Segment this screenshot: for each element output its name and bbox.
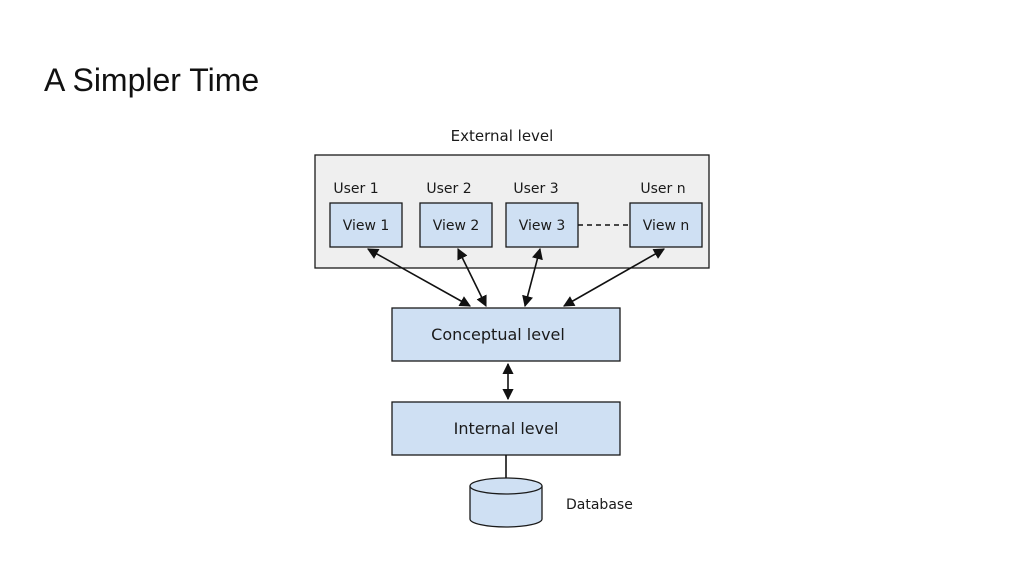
conceptual-level-label: Conceptual level: [431, 325, 565, 344]
user-2-label: User 2: [426, 181, 471, 197]
conceptual-level-box: [391, 307, 621, 362]
external-level-label: External level: [451, 127, 554, 145]
database-cylinder-icon: [469, 477, 543, 528]
internal-level-label: Internal level: [454, 419, 559, 438]
view-1-label: View 1: [343, 218, 390, 234]
arrow-view-1-conceptual: [367, 248, 471, 307]
view-2-box: [419, 202, 493, 248]
user-1-label: User 1: [333, 181, 378, 197]
view-2-label: View 2: [433, 218, 480, 234]
user-3-label: User 3: [513, 181, 558, 197]
database-label: Database: [566, 497, 633, 513]
user-n-label: User n: [640, 181, 685, 197]
view-1-box: [329, 202, 403, 248]
arrow-view-3-conceptual: [522, 247, 543, 308]
view-3-box: [505, 202, 579, 248]
view-3-label: View 3: [519, 218, 566, 234]
arrow-view-n-conceptual: [563, 248, 665, 307]
view-n-box: [629, 202, 703, 248]
internal-level-box: [391, 401, 621, 456]
arrow-view-2-conceptual: [457, 247, 487, 308]
slide-title: A Simpler Time: [44, 62, 260, 98]
view-n-label: View n: [643, 218, 690, 234]
